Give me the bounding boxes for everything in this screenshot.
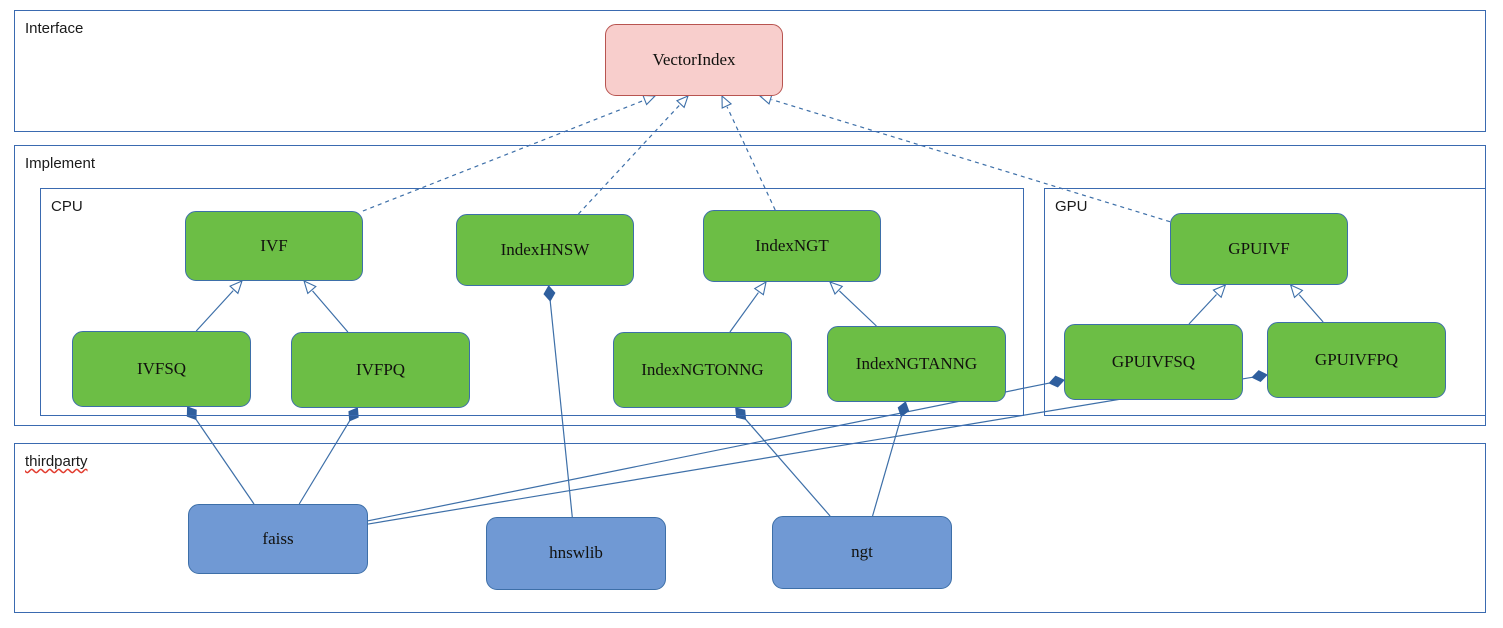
node-ivfsq[interactable]: IVFSQ	[72, 331, 251, 407]
node-indexngtonng[interactable]: IndexNGTONNG	[613, 332, 792, 408]
container-interface	[14, 10, 1486, 132]
node-vectorindex[interactable]: VectorIndex	[605, 24, 783, 96]
container-label-thirdparty: thirdparty	[25, 453, 88, 470]
node-ivfpq[interactable]: IVFPQ	[291, 332, 470, 408]
container-label-implement: Implement	[25, 155, 96, 172]
node-ngt[interactable]: ngt	[772, 516, 952, 589]
container-label-interface: Interface	[25, 20, 84, 37]
node-indexhnsw[interactable]: IndexHNSW	[456, 214, 634, 286]
node-hnswlib[interactable]: hnswlib	[486, 517, 666, 590]
node-ivf[interactable]: IVF	[185, 211, 363, 281]
node-indexngt[interactable]: IndexNGT	[703, 210, 881, 282]
node-gpuivfpq[interactable]: GPUIVFPQ	[1267, 322, 1446, 398]
container-label-gpu: GPU	[1055, 198, 1088, 215]
container-label-cpu: CPU	[51, 198, 83, 215]
node-gpuivf[interactable]: GPUIVF	[1170, 213, 1348, 285]
node-indexngtanng[interactable]: IndexNGTANNG	[827, 326, 1006, 402]
node-faiss[interactable]: faiss	[188, 504, 368, 574]
container-gpu	[1044, 188, 1486, 416]
container-thirdparty	[14, 443, 1486, 613]
node-gpuivfsq[interactable]: GPUIVFSQ	[1064, 324, 1243, 400]
container-cpu	[40, 188, 1024, 416]
